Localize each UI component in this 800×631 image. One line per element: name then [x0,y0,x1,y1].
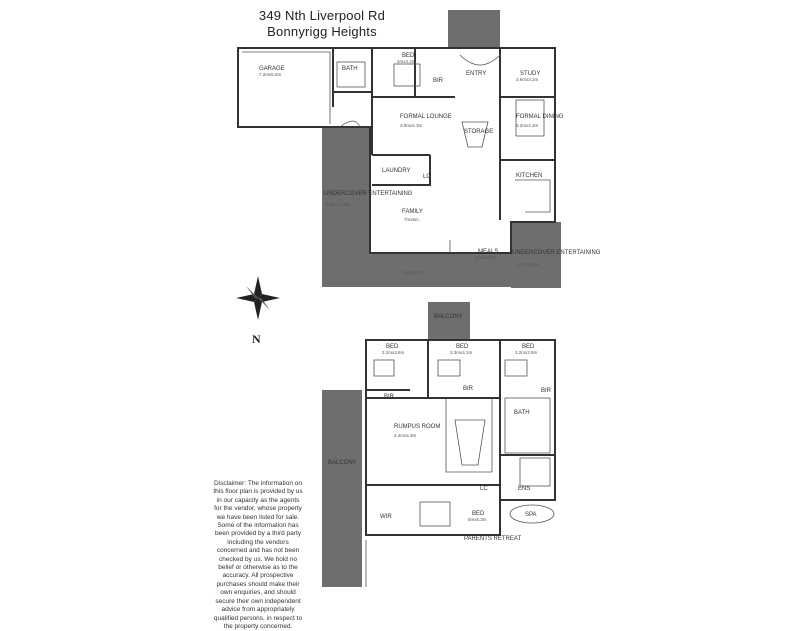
room-label-spa: SPA [525,512,537,518]
room-label-lc: LC [423,174,431,180]
bed-furniture [393,63,421,87]
bath-fixtures-upper [504,397,551,454]
room-dims-study: 3.6mx3.2m [516,77,539,82]
kitchen-bench [515,179,551,213]
room-label-family: FAMILY [402,209,423,215]
room-label-bed-2: BED [456,344,469,350]
room-label-rumpus-room: RUMPUS ROOM [394,424,440,430]
room-dims-bed-3: 3.2mx3.8m [515,350,538,355]
room-label-bir-2: BIR [463,386,474,392]
compass-rose-icon [236,276,280,320]
compass-north-label: N [252,332,261,346]
room-label-balcony-2: BALCONY [328,460,357,466]
address-line-1: 349 Nth Liverpool Rd [258,8,386,23]
balcony-west [322,390,362,587]
room-label-bir: BIR [433,78,444,84]
room-label-storage: STORAGE [464,129,493,135]
ground-bottom-dims: 2.5mx17m [402,270,423,275]
stairs [454,419,486,466]
room-dims-bed-1: 3.2mx3.6m [382,350,405,355]
room-label-bir-1: BIR [384,394,395,400]
first-floor-plan [322,302,556,587]
room-label-laundry: LAUNDRY [382,168,411,174]
room-label-meals: MEALS [478,249,498,255]
room-label-formal-dining: FORMAL DINING [516,114,564,120]
room-label-kitchen: KITCHEN [516,173,542,179]
room-dims-garage: 7.2mx5.8m [259,72,282,77]
bath-fixtures [336,61,366,88]
room-dims-bed-2: 3.3mx4.1m [450,350,473,355]
room-dims-undercover-entertaining: 3.8mx17.8m [326,202,351,207]
room-dims-bed: 4mx3.2m [397,59,416,64]
room-label-entry: ENTRY [466,71,486,77]
undercover-entertaining-east [511,222,561,288]
room-dims-family: 7mx6m [404,217,419,222]
room-dims-rumpus-room: 4.4mx5.3m [394,433,417,438]
ground-outer-wall [237,47,556,254]
room-label-formal-lounge: FORMAL LOUNGE [400,114,452,120]
room-label-wir: WIR [380,514,392,520]
room-label-bed-1: BED [386,344,399,350]
room-dims-formal-dining: 3.2mx4.3m [516,123,539,128]
address-line-2: Bonnyrigg Heights [267,24,377,39]
disclaimer: Disclaimer: The information on this floo… [213,480,303,630]
room-dims-meals: 3.1mx2.9m [475,255,498,260]
room-label-undercover-entertaining: UNDERCOVER ENTERTAINING [324,191,413,197]
floor-plan: GARAGE 7.2mx5.8m BATH BED 4mx3.2m BIR EN… [236,10,601,587]
room-label-bath-upper: BATH [514,410,530,416]
room-label-lc-upper: LC [480,486,488,492]
bed-furniture-upper [419,501,451,527]
room-label-study: STUDY [520,71,540,77]
room-label-bir-3: BIR [541,388,552,394]
room-label-bed-4: BED [472,511,485,517]
room-label-undercover-entertaining-2: UNDERCOVER ENTERTAINING [512,250,601,256]
room-dims-undercover-entertaining-2: 3.7mx5.1m [517,262,540,267]
room-dims-bed-4: 5mx5.3m [468,517,487,522]
room-label-bed: BED [402,53,415,59]
dining-table [515,99,545,137]
storage-stair [461,121,489,148]
balcony-north [428,302,470,340]
room-label-ens: ENS [518,486,530,492]
entry-door-swing [459,54,501,66]
room-dims-formal-lounge: 3.9mx4.3m [400,123,423,128]
room-label-bath: BATH [342,66,358,72]
room-label-balcony: BALCONY [434,314,463,320]
ground-floor-plan [237,10,561,288]
spa-tub [509,504,555,524]
ens-fixtures [519,457,551,487]
stair-void [445,398,493,473]
room-label-parents-retreat: PARENTS RETREAT [464,536,521,542]
undercover-entertaining-south [322,253,512,287]
room-label-garage: GARAGE [259,66,285,72]
porch-area [448,10,500,48]
room-label-bed-3: BED [522,344,535,350]
